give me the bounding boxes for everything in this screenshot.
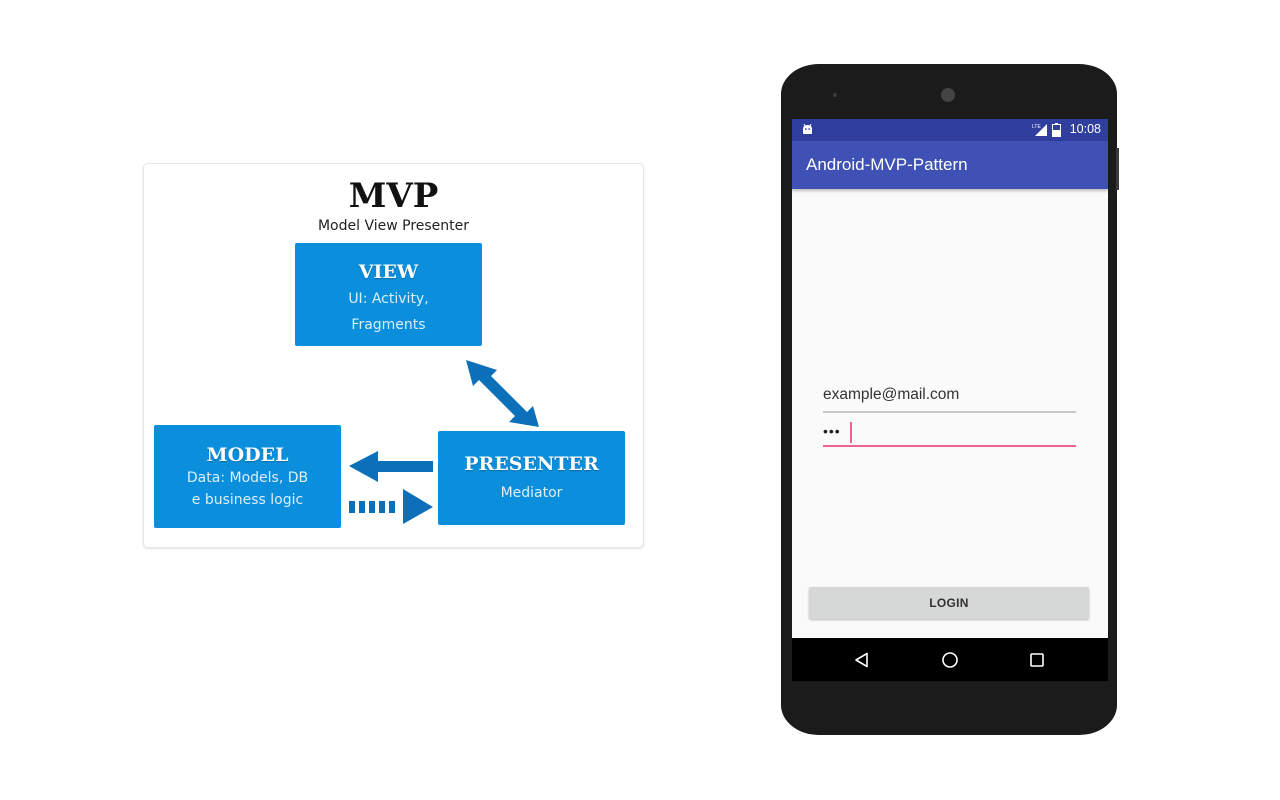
status-bar: LTE 10:08: [792, 119, 1108, 141]
recents-button[interactable]: [1025, 648, 1049, 672]
password-value: •••: [823, 423, 841, 439]
password-field[interactable]: •••: [823, 420, 1076, 447]
view-box: VIEW UI: Activity, Fragments: [295, 243, 482, 346]
login-button[interactable]: LOGIN: [809, 587, 1089, 619]
view-box-desc-line2: Fragments: [351, 317, 426, 333]
model-box-title: MODEL: [206, 444, 289, 466]
model-box-desc-line1: Data: Models, DB: [186, 470, 309, 486]
power-button: [1116, 148, 1119, 190]
view-box-title: VIEW: [358, 261, 419, 283]
view-box-desc-line1: UI: Activity,: [348, 291, 429, 307]
presenter-box: PRESENTER Mediator: [438, 431, 625, 525]
back-button[interactable]: [850, 648, 874, 672]
app-bar: Android-MVP-Pattern: [792, 141, 1108, 189]
home-icon: [942, 652, 958, 668]
android-debug-icon: [803, 124, 812, 134]
navigation-bar: [792, 638, 1108, 681]
diagram-title: MVP: [348, 176, 439, 216]
app-title: Android-MVP-Pattern: [806, 155, 968, 174]
presenter-box-desc: Mediator: [500, 485, 563, 501]
text-caret: [850, 422, 852, 443]
battery-charging-icon: [1052, 123, 1061, 137]
bidirectional-arrow-icon: [466, 360, 539, 427]
presenter-box-title: PRESENTER: [464, 453, 599, 475]
home-button[interactable]: [938, 648, 962, 672]
phone-screen: LTE 10:08 Android-MVP-Pattern example@ma…: [792, 119, 1108, 681]
mvp-diagram: MVP Model View Presenter VIEW UI: Activi…: [143, 163, 644, 548]
lte-signal-icon: LTE: [1032, 124, 1047, 136]
model-box-desc-line2: e business logic: [191, 492, 304, 508]
left-arrow-icon: [349, 451, 433, 482]
email-field[interactable]: example@mail.com: [823, 383, 1076, 413]
svg-text:LTE: LTE: [1032, 124, 1041, 130]
model-box: MODEL Data: Models, DB e business logic: [154, 425, 341, 528]
diagram-subtitle: Model View Presenter: [317, 218, 470, 234]
status-time: 10:08: [1069, 122, 1101, 136]
front-camera: [941, 88, 955, 102]
recents-icon: [1030, 653, 1044, 667]
proximity-sensor: [833, 93, 837, 97]
back-icon: [855, 652, 868, 668]
diagram-arrows: [349, 360, 539, 524]
dashed-right-arrow-icon: [349, 489, 433, 524]
email-value: example@mail.com: [823, 386, 960, 403]
